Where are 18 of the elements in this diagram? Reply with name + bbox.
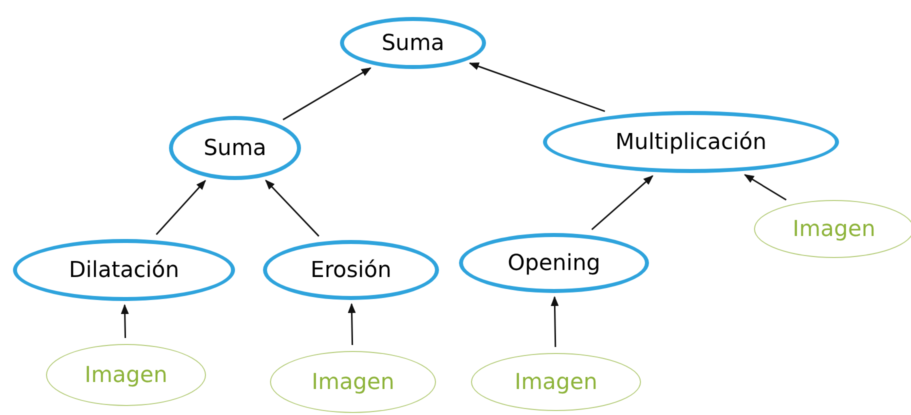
arrow bbox=[265, 180, 320, 237]
arrow bbox=[348, 303, 356, 346]
node-label: Erosión bbox=[310, 256, 392, 284]
arrow bbox=[550, 296, 559, 348]
node-label: Imagen bbox=[514, 368, 598, 396]
node-label: Suma bbox=[382, 30, 444, 58]
node-label: Multiplicación bbox=[615, 128, 767, 156]
arrow bbox=[156, 180, 206, 235]
arrow bbox=[282, 67, 372, 120]
node-label: Opening bbox=[508, 250, 600, 278]
arrow bbox=[591, 175, 654, 230]
node-label: Dilatación bbox=[68, 256, 180, 284]
arrow bbox=[744, 174, 787, 201]
node-label: Imagen bbox=[792, 216, 876, 244]
node-label: Suma bbox=[204, 134, 266, 162]
arrow bbox=[120, 304, 129, 338]
node-label: Imagen bbox=[84, 362, 168, 390]
node-label: Imagen bbox=[312, 368, 394, 396]
